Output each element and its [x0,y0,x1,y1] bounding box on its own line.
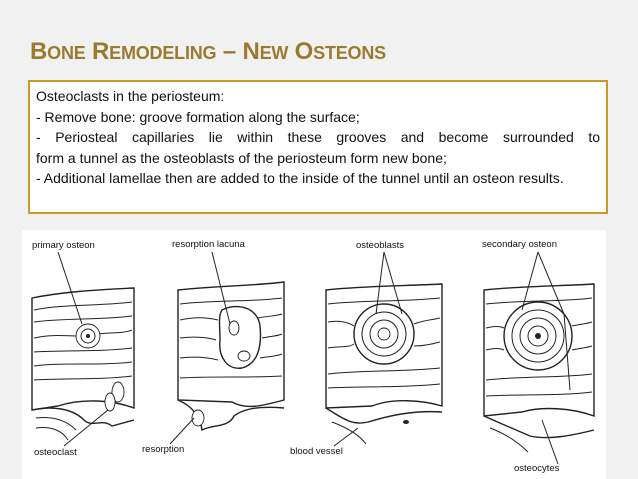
label-blood-vessel: blood vessel [290,446,343,457]
bone-remodeling-figure: primary osteon resorption lacuna osteobl… [22,230,606,479]
panel-primary-osteon [32,252,134,446]
label-osteoblasts: osteoblasts [356,240,404,251]
panel-resorption-lacuna [170,252,284,444]
panel-osteoblasts [326,252,442,446]
body-line-3a: - Periosteal capillaries lie within thes… [36,127,600,148]
label-osteocytes: osteocytes [514,463,560,474]
description-textbox: Osteoclasts in the periosteum: - Remove … [28,80,608,214]
body-line-2: - Remove bone: groove formation along th… [36,107,600,128]
label-osteoclast: osteoclast [34,447,77,458]
label-secondary-osteon: secondary osteon [482,239,557,250]
body-line-3b: form a tunnel as the osteoblasts of the … [36,148,600,169]
remodeling-diagram: primary osteon resorption lacuna osteobl… [22,230,606,479]
body-line-1: Osteoclasts in the periosteum: [36,86,600,107]
body-line-4: - Additional lamellae then are added to … [36,168,600,189]
label-resorption: resorption [142,444,184,455]
panel-secondary-osteon [484,252,594,464]
slide-title: BONE REMODELING – NEW OSTEONS [30,38,386,66]
label-resorption-lacuna: resorption lacuna [172,239,246,250]
label-primary-osteon: primary osteon [32,240,95,251]
